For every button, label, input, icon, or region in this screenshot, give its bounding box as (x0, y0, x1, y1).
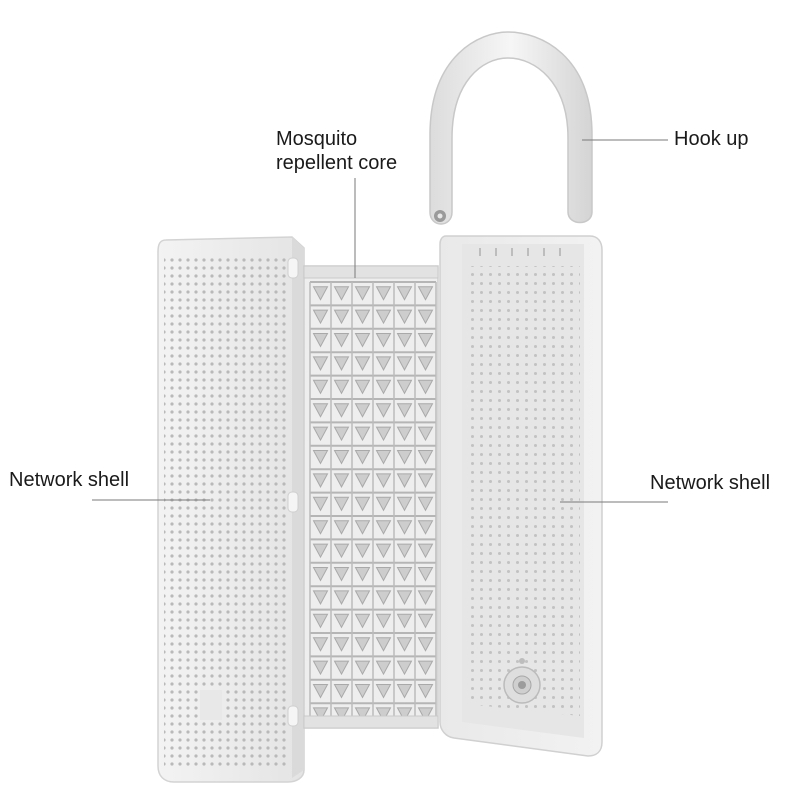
core-grid (309, 281, 437, 727)
hook-label: Hook up (674, 128, 749, 150)
right-shell-label: Network shell (650, 472, 771, 494)
repellent-core (303, 265, 439, 729)
core-label-line1: Mosquito (276, 128, 358, 150)
core-label: Mosquito repellent core (276, 127, 397, 175)
hook-part (429, 31, 593, 225)
right-network-shell (439, 235, 603, 757)
left-shell-label: Network shell (9, 469, 130, 491)
left-network-shell (157, 236, 305, 783)
core-label-line2: repellent core (276, 152, 398, 174)
leader-lines (92, 139, 668, 503)
